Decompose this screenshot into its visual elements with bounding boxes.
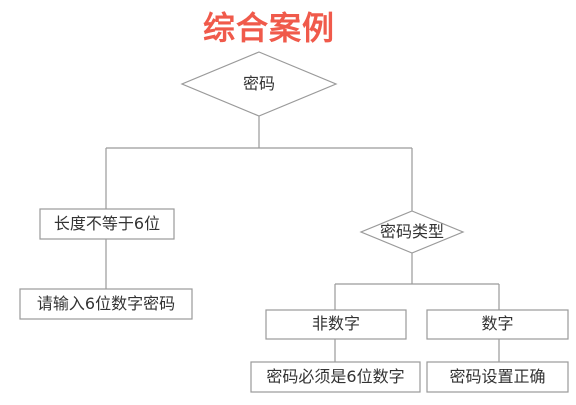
node-label-digit: 数字 <box>481 314 514 333</box>
page-title: 综合案例 <box>203 9 336 47</box>
node-label-must-be-six-digit: 密码必须是6位数字 <box>266 367 405 386</box>
node-label-password-type: 密码类型 <box>379 222 444 241</box>
process-box-digit <box>426 309 569 340</box>
process-box-must-be-six-digit <box>250 361 421 393</box>
decision-diamond-password-type <box>359 210 465 254</box>
process-box-set-correctly <box>426 361 569 393</box>
node-label-set-correctly: 密码设置正确 <box>449 367 546 386</box>
node-label-length-not-six: 长度不等于6位 <box>53 214 161 233</box>
process-box-enter-six-digit <box>19 288 193 320</box>
node-label-enter-six-digit: 请输入6位数字密码 <box>36 294 176 313</box>
process-box-length-not-six <box>39 208 175 240</box>
node-label-password: 密码 <box>242 74 275 93</box>
node-label-non-digit: 非数字 <box>311 314 360 333</box>
decision-diamond-password <box>180 51 338 117</box>
process-box-non-digit <box>265 309 407 340</box>
